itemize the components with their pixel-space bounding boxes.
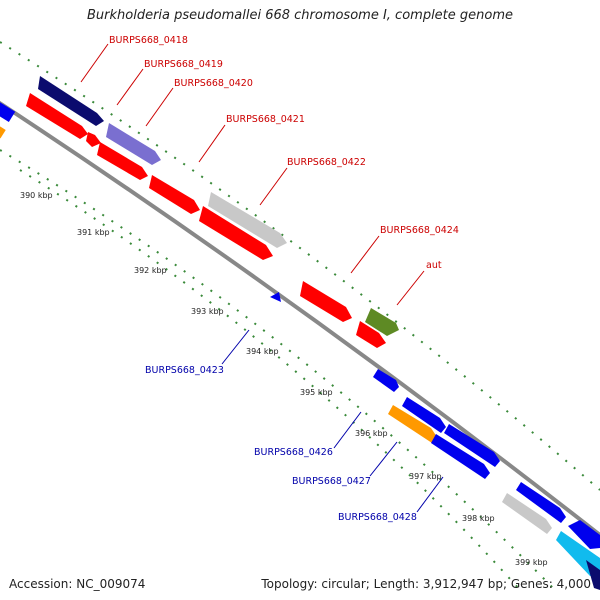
accession-text: Accession: NC_009074	[9, 577, 146, 591]
gene-BURPS668_0427[interactable]	[388, 405, 437, 443]
gene-dark-edge[interactable]	[586, 560, 600, 590]
label-BURPS668_0423[interactable]: BURPS668_0423	[145, 365, 224, 376]
label-BURPS668_0427[interactable]: BURPS668_0427	[292, 476, 371, 487]
leader-0421	[198, 124, 226, 163]
label-BURPS668_0426[interactable]: BURPS668_0426	[254, 447, 333, 458]
reverse-leaders	[221, 329, 444, 513]
leader-0424	[350, 235, 380, 274]
gene-BURPS668_0421[interactable]	[149, 175, 200, 214]
gene-blue-4[interactable]	[568, 520, 600, 549]
gene-BURPS668_0422[interactable]	[208, 192, 287, 248]
tick-label: 398 kbp	[462, 514, 495, 523]
gene-BURPS668_0426[interactable]	[402, 397, 446, 433]
label-BURPS668_0422[interactable]: BURPS668_0422	[287, 157, 366, 168]
chromosome-backbone	[0, 100, 600, 537]
gene-small-red[interactable]	[86, 132, 101, 147]
gene-blue-2[interactable]	[444, 424, 500, 467]
gene-BURPS668_0424[interactable]	[300, 281, 352, 322]
label-BURPS668_0428[interactable]: BURPS668_0428	[338, 512, 417, 523]
tick-label: 392 kbp	[134, 266, 167, 275]
gene-aut[interactable]	[365, 308, 399, 336]
gene-BURPS668_0420[interactable]	[106, 123, 161, 165]
label-BURPS668_0421[interactable]: BURPS668_0421	[226, 114, 305, 125]
leader-0423	[221, 329, 250, 365]
tick-label: 395 kbp	[300, 388, 333, 397]
leader-0422	[259, 167, 288, 206]
gene-blue-3[interactable]	[516, 482, 566, 523]
gene-BURPS668_0423[interactable]	[270, 292, 281, 302]
map-title: Burkholderia pseudomallei 668 chromosome…	[86, 8, 514, 23]
leader-aut	[396, 270, 425, 306]
gene-feature[interactable]	[0, 123, 6, 139]
gene-BURPS668_0418[interactable]	[38, 76, 104, 126]
leader-0418	[80, 43, 109, 83]
inner-guide-2	[19, 169, 521, 591]
gene-gray[interactable]	[502, 493, 552, 534]
leader-0420	[145, 87, 174, 127]
tick-label: 397 kbp	[409, 472, 442, 481]
gene-feature[interactable]	[0, 98, 16, 122]
reverse-labels: BURPS668_0423 BURPS668_0426 BURPS668_042…	[145, 365, 417, 523]
gene-red-long[interactable]	[199, 206, 273, 260]
label-BURPS668_0420[interactable]: BURPS668_0420	[174, 78, 253, 89]
tick-label: 394 kbp	[246, 347, 279, 356]
label-BURPS668_0424[interactable]: BURPS668_0424	[380, 225, 459, 236]
reverse-features	[270, 292, 600, 590]
dotted-guides	[0, 41, 600, 591]
tick-label: 393 kbp	[191, 307, 224, 316]
kbp-ticks: 390 kbp 391 kbp 392 kbp 393 kbp 394 kbp …	[20, 191, 548, 567]
tick-label: 391 kbp	[77, 228, 110, 237]
tick-label: 399 kbp	[515, 558, 548, 567]
gene-BURPS668_0419-arrow[interactable]	[26, 93, 88, 139]
inner-guide	[0, 149, 556, 591]
leader-0419	[116, 68, 144, 106]
outer-guide	[0, 41, 600, 491]
label-BURPS668_0419[interactable]: BURPS668_0419	[144, 59, 223, 70]
gene-BURPS668_0428[interactable]	[431, 434, 490, 479]
gene-red-short[interactable]	[356, 321, 386, 348]
label-BURPS668_0418[interactable]: BURPS668_0418	[109, 35, 188, 46]
tick-label: 390 kbp	[20, 191, 53, 200]
label-aut[interactable]: aut	[426, 260, 442, 271]
leader-0428	[416, 476, 444, 513]
forward-labels: BURPS668_0418 BURPS668_0419 BURPS668_042…	[109, 35, 459, 271]
topology-text: Topology: circular; Length: 3,912,947 bp…	[261, 577, 591, 591]
gene-blue-1[interactable]	[373, 369, 399, 392]
forward-features	[26, 76, 399, 348]
leader-0427	[369, 441, 398, 477]
forward-leaders	[80, 43, 425, 306]
tick-label: 396 kbp	[355, 429, 388, 438]
leader-0426	[333, 411, 362, 449]
gene-BURPS668_0421-arrow[interactable]	[97, 142, 148, 180]
